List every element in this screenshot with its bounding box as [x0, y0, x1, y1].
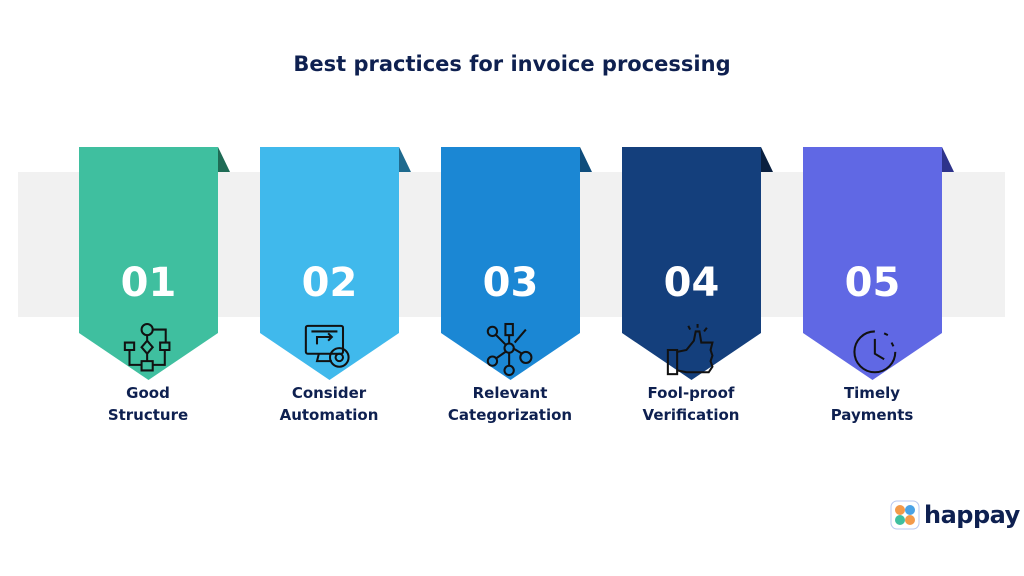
step-banner-03 [441, 147, 593, 407]
step-number: 04 [663, 260, 720, 306]
banner-shape [441, 147, 592, 380]
step-label-line1: Consider [291, 384, 367, 402]
banner-shape [79, 147, 230, 380]
step-banner-02 [260, 147, 412, 407]
step-banner-04 [622, 147, 774, 407]
step-label-line1: Good [126, 384, 170, 402]
page-title: Best practices for invoice processing [293, 52, 731, 76]
step-number: 05 [844, 260, 901, 306]
step-number: 03 [482, 260, 539, 306]
step-label-line1: Fool-proof [647, 384, 735, 402]
step-number: 02 [301, 260, 358, 306]
step-label-line2: Verification [642, 406, 740, 424]
brand-name: happay [924, 501, 1020, 529]
monitor-gear-icon [304, 324, 350, 368]
thumbs-up-icon [666, 324, 714, 376]
banner-shape [622, 147, 773, 380]
step-label-line2: Categorization [447, 406, 573, 424]
step-label-line2: Payments [830, 406, 914, 424]
network-icon [486, 322, 533, 377]
banner-shape [260, 147, 411, 380]
step-banner-05 [803, 147, 955, 407]
step-label-line2: Structure [107, 406, 189, 424]
banner-shape [803, 147, 954, 380]
happay-logo: happay [890, 500, 1020, 530]
step-number: 01 [120, 260, 177, 306]
clock-icon [853, 330, 897, 374]
happay-logo-icon [890, 500, 920, 530]
step-banner-01 [79, 147, 231, 407]
step-label-line2: Automation [279, 406, 379, 424]
step-label-line1: Relevant [472, 384, 548, 402]
flowchart-icon [123, 322, 171, 372]
step-label-line1: Timely [843, 384, 901, 402]
